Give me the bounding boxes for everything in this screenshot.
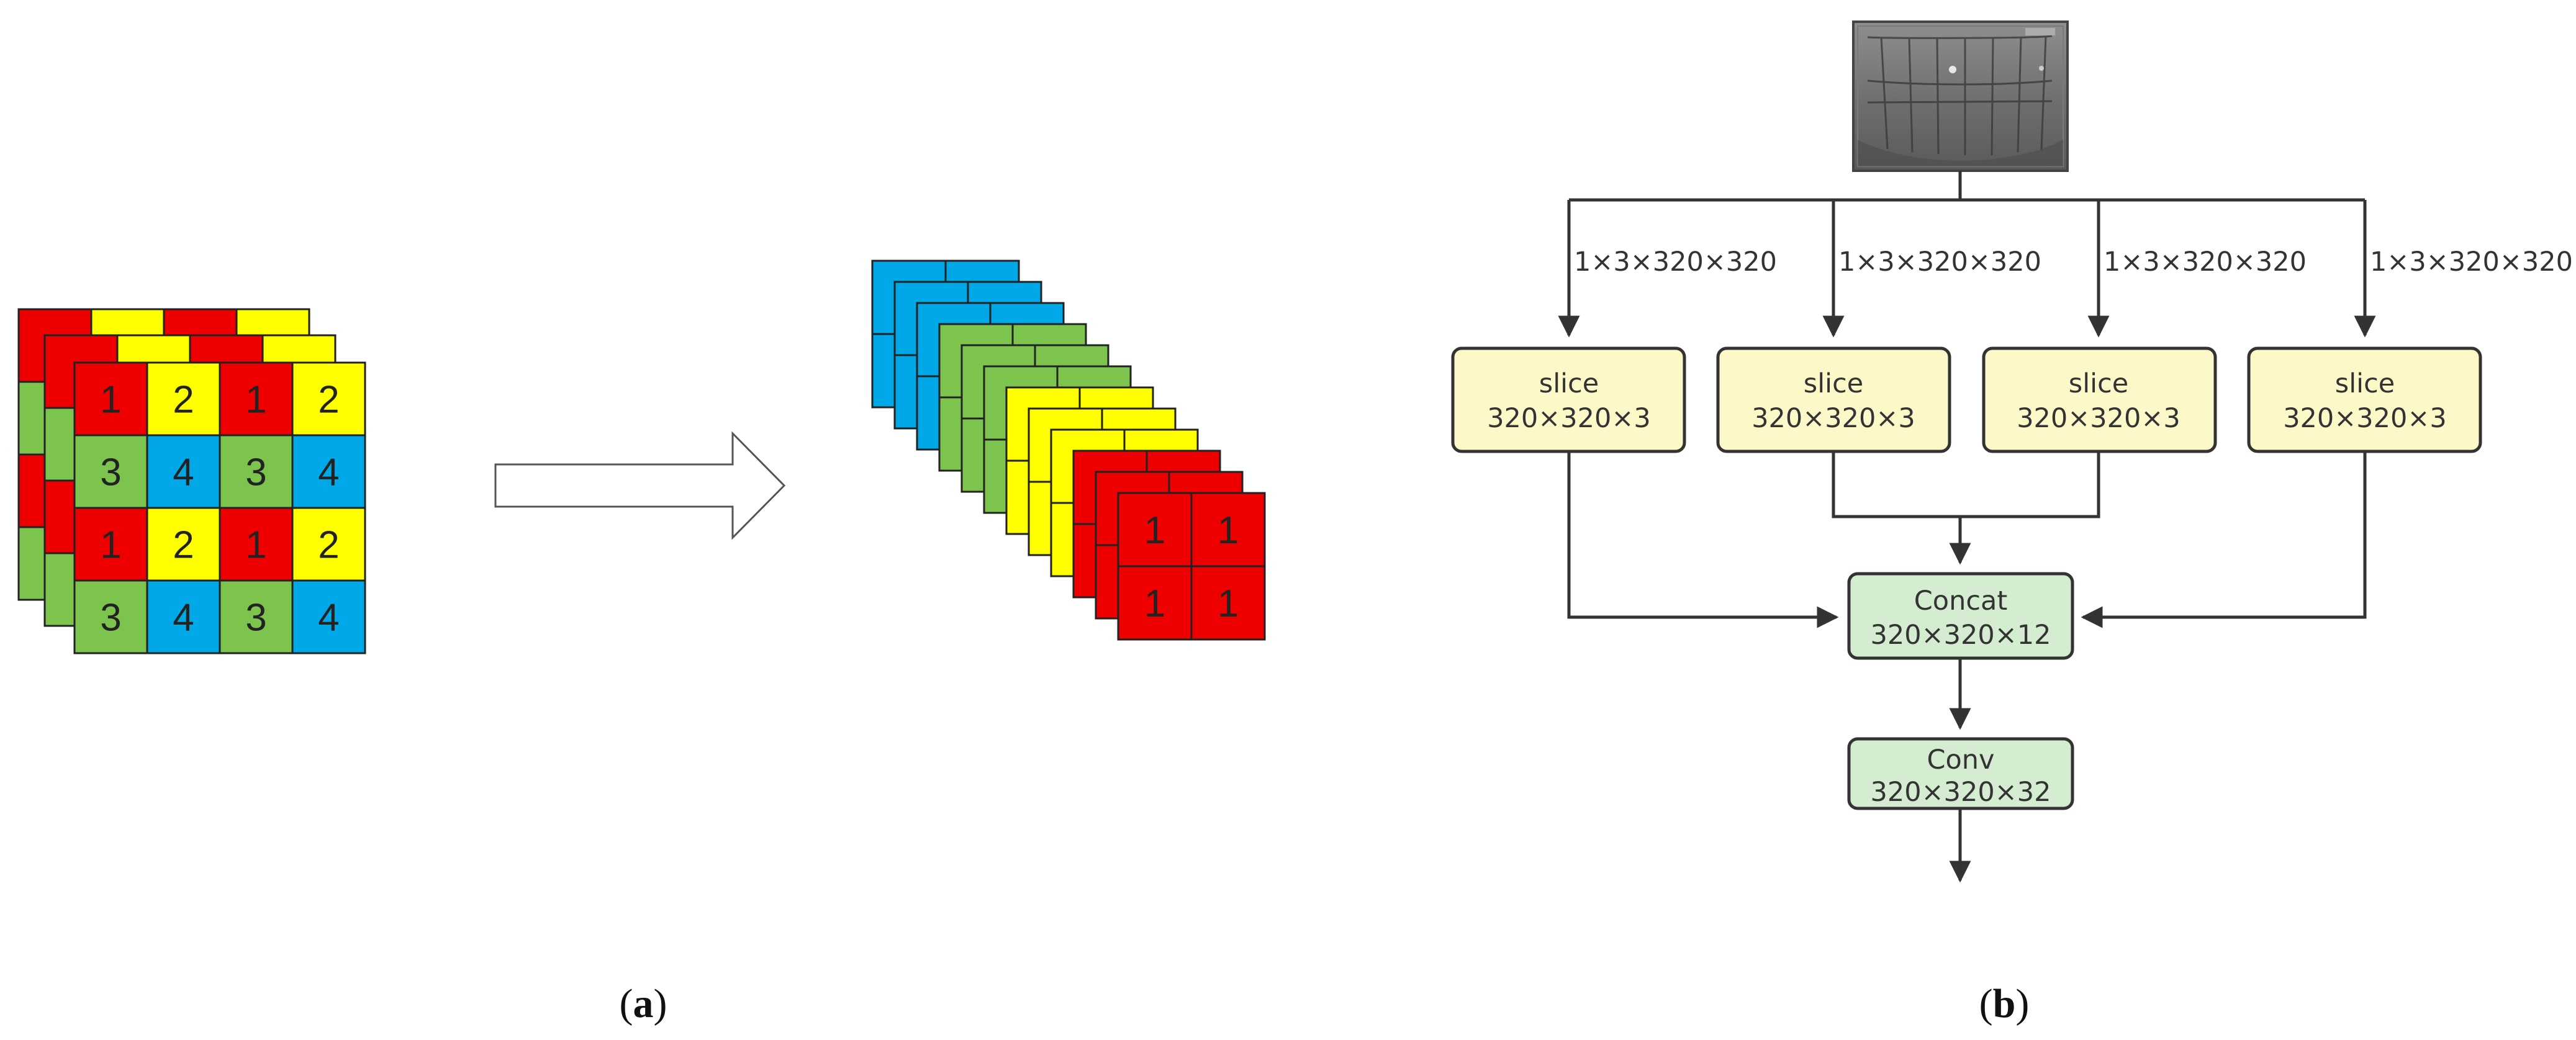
svg-text:Conv: Conv (1927, 744, 1994, 775)
grid-cell (73, 579, 148, 654)
hollow-right-arrow-icon (494, 431, 786, 540)
slice-cell-label: 1 (1218, 509, 1239, 552)
split-connectors (1558, 171, 2376, 338)
svg-text:slice: slice (2069, 368, 2128, 399)
edge-label-2: 1×3×320×320 (1838, 246, 2041, 278)
grid-cell-label: 3 (100, 597, 121, 640)
grid-cell-label: 3 (245, 597, 266, 640)
concat-node: Concat 320×320×12 (1847, 572, 2074, 660)
grid-cell-label: 1 (245, 524, 266, 567)
grid-cell-label: 4 (318, 451, 339, 494)
slice-cell-label: 1 (1218, 582, 1239, 625)
merge-connectors (1567, 451, 2367, 628)
grid-cell-label: 4 (173, 597, 194, 640)
grid-cell-label: 4 (173, 451, 194, 494)
svg-text:320×320×3: 320×320×3 (1487, 403, 1651, 434)
svg-text:320×320×12: 320×320×12 (1871, 620, 2051, 651)
grid-cell-label: 2 (173, 379, 194, 422)
image-texture-lines (1867, 35, 2053, 156)
caption-a: (a) (620, 981, 667, 1026)
channel-slice-1-2: 1 1 1 1 (1117, 492, 1266, 641)
edge-label-1: 1×3×320×320 (1574, 246, 1777, 278)
panel-a: 1 2 1 2 3 4 3 4 1 2 1 2 3 4 3 4 1 1 1 1 (a) (17, 260, 1266, 1026)
input-thermal-image (1852, 20, 2069, 172)
edge-label-3: 1×3×320×320 (2104, 246, 2307, 278)
edge-label-4: 1×3×320×320 (2370, 246, 2573, 278)
svg-text:slice: slice (1539, 368, 1599, 399)
slice-node-3: slice 320×320×3 (1982, 346, 2217, 453)
transform-arrow (494, 431, 786, 540)
svg-text:Concat: Concat (1914, 586, 2007, 617)
grid-cell-label: 2 (173, 524, 194, 567)
grid-cell-label: 4 (318, 597, 339, 640)
sliced-channel-stack: 1 1 1 1 (871, 260, 1266, 641)
grid-cell-label: 1 (100, 524, 121, 567)
grid-cell (219, 579, 294, 654)
grid-cell-label: 1 (245, 379, 266, 422)
panel-b: 1×3×320×320 1×3×320×320 1×3×320×320 1×3×… (1451, 20, 2573, 1026)
grid-cell-label: 3 (245, 451, 266, 494)
grid-cell-label: 2 (318, 524, 339, 567)
svg-text:320×320×3: 320×320×3 (2017, 403, 2181, 434)
grid-cell (146, 507, 221, 582)
slice-node-1: slice 320×320×3 (1451, 346, 1686, 453)
conv-node: Conv 320×320×32 (1847, 737, 2074, 810)
svg-text:slice: slice (2335, 368, 2395, 399)
slice-node-4: slice 320×320×3 (2247, 346, 2482, 453)
input-grid-front-layer: 1 2 1 2 3 4 3 4 1 2 1 2 3 4 3 4 (73, 361, 366, 654)
svg-text:320×320×32: 320×320×32 (1871, 777, 2051, 808)
grid-cell (291, 507, 366, 582)
svg-text:320×320×3: 320×320×3 (1751, 403, 1915, 434)
slice-cell-label: 1 (1144, 509, 1165, 552)
grid-cell (73, 434, 148, 509)
slice-cell (1190, 565, 1266, 641)
caption-b: (b) (1979, 981, 2030, 1026)
grid-cell-label: 1 (100, 379, 121, 422)
grid-cell (291, 434, 366, 509)
grid-cell-label: 2 (318, 379, 339, 422)
svg-text:320×320×3: 320×320×3 (2283, 403, 2447, 434)
slice-cell (1117, 565, 1193, 641)
input-image-stack: 1 2 1 2 3 4 3 4 1 2 1 2 3 4 3 4 (17, 308, 366, 654)
grid-cell (291, 361, 366, 436)
svg-text:slice: slice (1804, 368, 1863, 399)
grid-cell-label: 3 (100, 451, 121, 494)
grid-cell (146, 579, 221, 654)
slice-cell-label: 1 (1144, 582, 1165, 625)
grid-cell (291, 579, 366, 654)
slice-node-2: slice 320×320×3 (1716, 346, 1951, 453)
